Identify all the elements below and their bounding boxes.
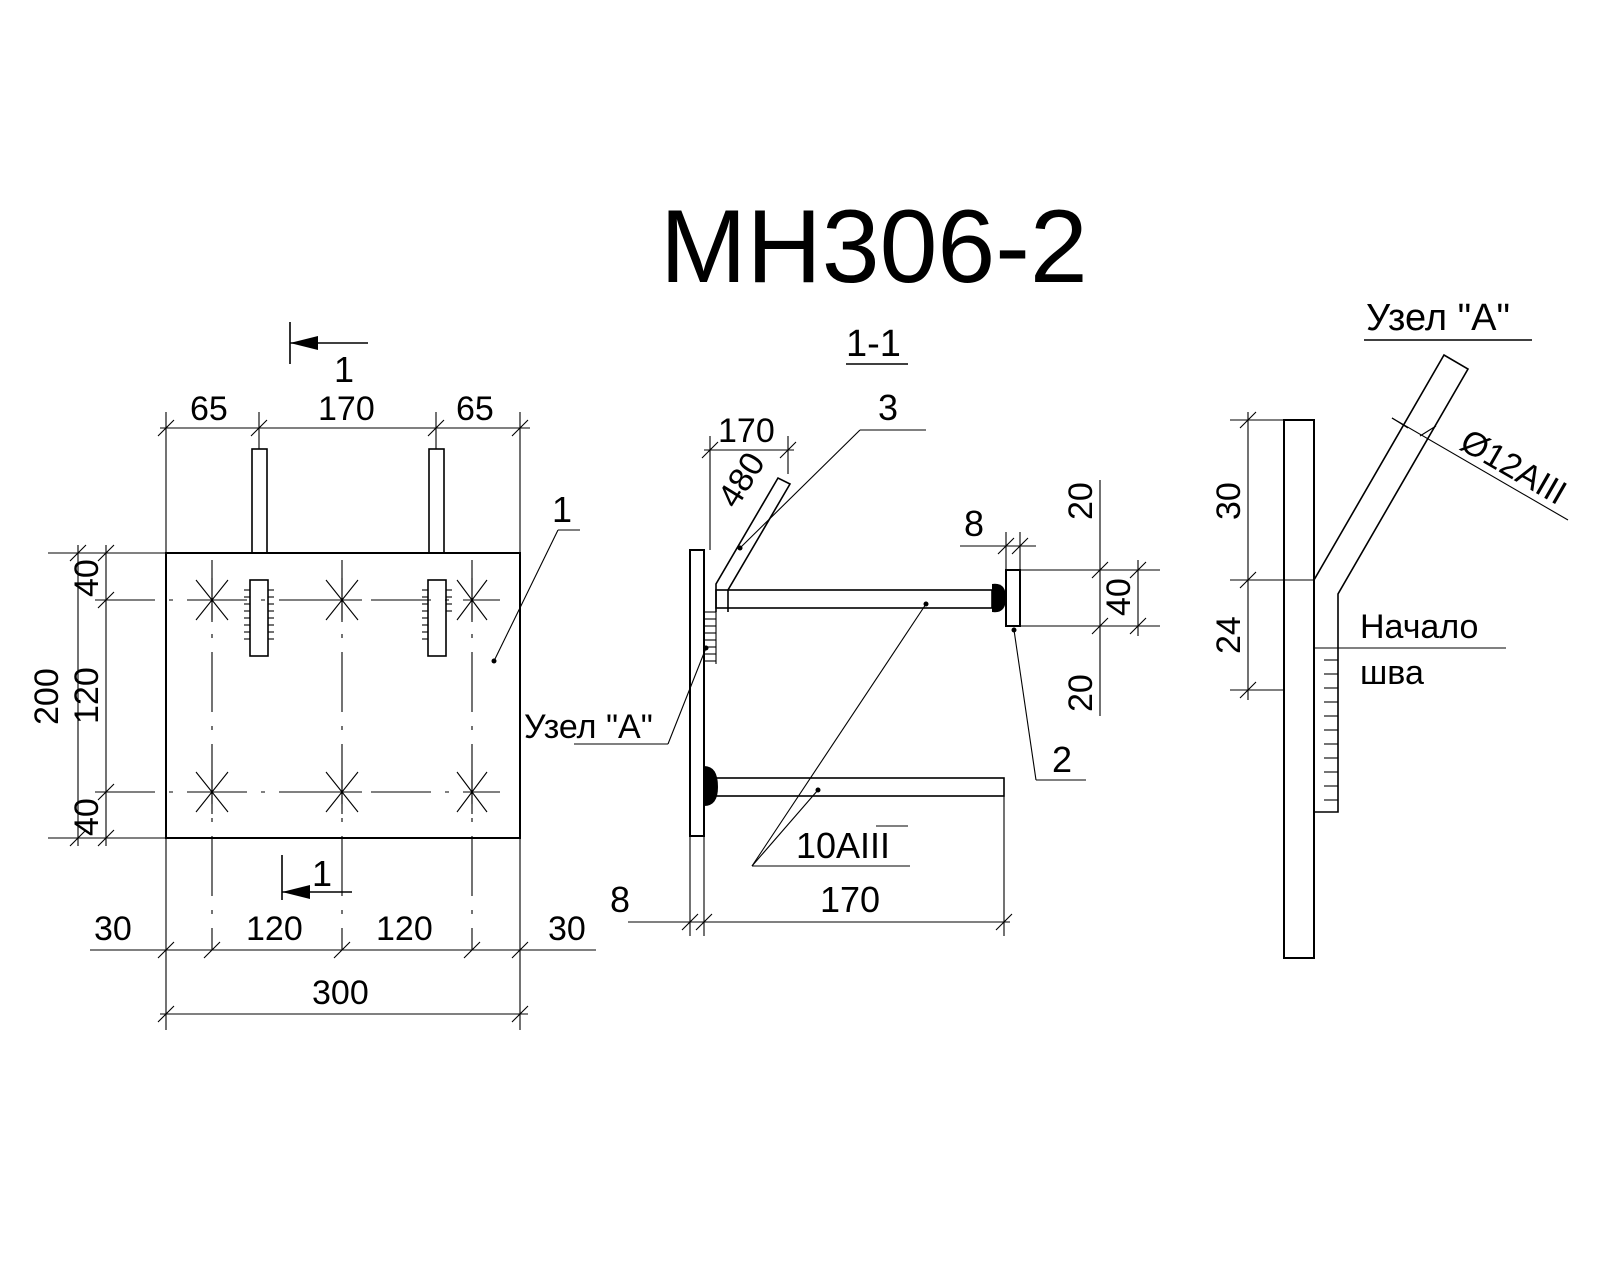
- dim-bottom-2: 120: [246, 910, 303, 948]
- embedded-plate: [165, 552, 521, 839]
- section-title: 1-1: [846, 323, 901, 365]
- dim-total-width: 300: [312, 974, 369, 1012]
- svg-text:1: 1: [334, 349, 354, 390]
- anchor-rod-right: [428, 448, 445, 554]
- plan-dims-left: 200 40 120 40: [28, 544, 166, 847]
- section-dim-plate-right: 8: [960, 503, 1036, 570]
- section-view: 1-1 3 2: [524, 323, 1160, 936]
- drawing-title: МН306-2: [660, 189, 1088, 305]
- end-plate: [1005, 569, 1021, 627]
- rebar-top: [715, 589, 993, 609]
- plan-dims-bottom: 30 120 120 30 300: [90, 838, 596, 1030]
- detail-rebar-label: Ø12АIII: [1454, 422, 1573, 513]
- dim-bottom-1: 30: [94, 910, 132, 948]
- anchor-rod-left: [251, 448, 268, 554]
- weld-strip-right: [422, 579, 452, 657]
- weld-bead-bottom: [704, 766, 718, 806]
- part-label-2: 2: [1052, 739, 1072, 780]
- detail-anchor: [1313, 353, 1470, 813]
- rebar-bottom: [715, 777, 1005, 797]
- dim-total-height: 200: [28, 668, 66, 725]
- weld-spots: [194, 578, 488, 814]
- plan-view: 1 1 1 65 170 65: [28, 322, 596, 1030]
- node-a-label: Узел "А": [524, 708, 653, 746]
- detail-dim-24: 24: [1210, 616, 1248, 654]
- plan-dims-top: 65 170 65: [157, 390, 530, 553]
- dim-bar-length: 170: [820, 879, 880, 920]
- section-dim-anchor: 170 480: [701, 412, 797, 550]
- section-dims-bottom: 8 170: [610, 796, 1013, 936]
- weld-hatch-anchor: [704, 611, 717, 664]
- part-label-1: 1: [552, 489, 572, 530]
- weld-bead-top: [992, 583, 1006, 613]
- detail-view: Узел "А" Ø12АIII Начало шва: [1210, 297, 1573, 959]
- detail-title: Узел "А": [1366, 297, 1510, 339]
- detail-plate: [1283, 419, 1315, 959]
- center-lines: [95, 560, 500, 950]
- svg-text:170: 170: [718, 412, 775, 450]
- dim-left-3: 40: [68, 798, 106, 836]
- dim-top-2: 170: [318, 390, 375, 428]
- dim-plate-left: 8: [610, 879, 630, 920]
- section-mark-bottom: 1: [281, 853, 352, 900]
- weld-strip-left: [244, 579, 274, 657]
- section-mark-top: 1: [289, 322, 368, 390]
- detail-weld-hatch: [1324, 659, 1338, 801]
- detail-dim-30: 30: [1210, 482, 1248, 520]
- svg-text:8: 8: [964, 503, 984, 544]
- dim-left-1: 40: [68, 559, 106, 597]
- dim-right-1: 20: [1062, 482, 1100, 520]
- dim-right-2: 40: [1100, 578, 1138, 616]
- bent-anchor: [715, 476, 792, 612]
- weld-start-line1: Начало: [1360, 608, 1478, 646]
- dim-left-2: 120: [68, 667, 106, 724]
- rebar-label: 10АIII: [796, 825, 890, 866]
- weld-start-line2: шва: [1360, 654, 1424, 692]
- part-label-3: 3: [878, 387, 898, 428]
- dim-bottom-3: 120: [376, 910, 433, 948]
- dim-top-1: 65: [190, 390, 228, 428]
- svg-text:1: 1: [312, 853, 332, 894]
- dim-bottom-4: 30: [548, 910, 586, 948]
- detail-dims-left: 30 24: [1210, 411, 1314, 700]
- section-plate: [689, 549, 705, 837]
- dim-right-3: 20: [1062, 674, 1100, 712]
- section-dims-right: 20 40 20: [1020, 480, 1160, 716]
- dim-top-3: 65: [456, 390, 494, 428]
